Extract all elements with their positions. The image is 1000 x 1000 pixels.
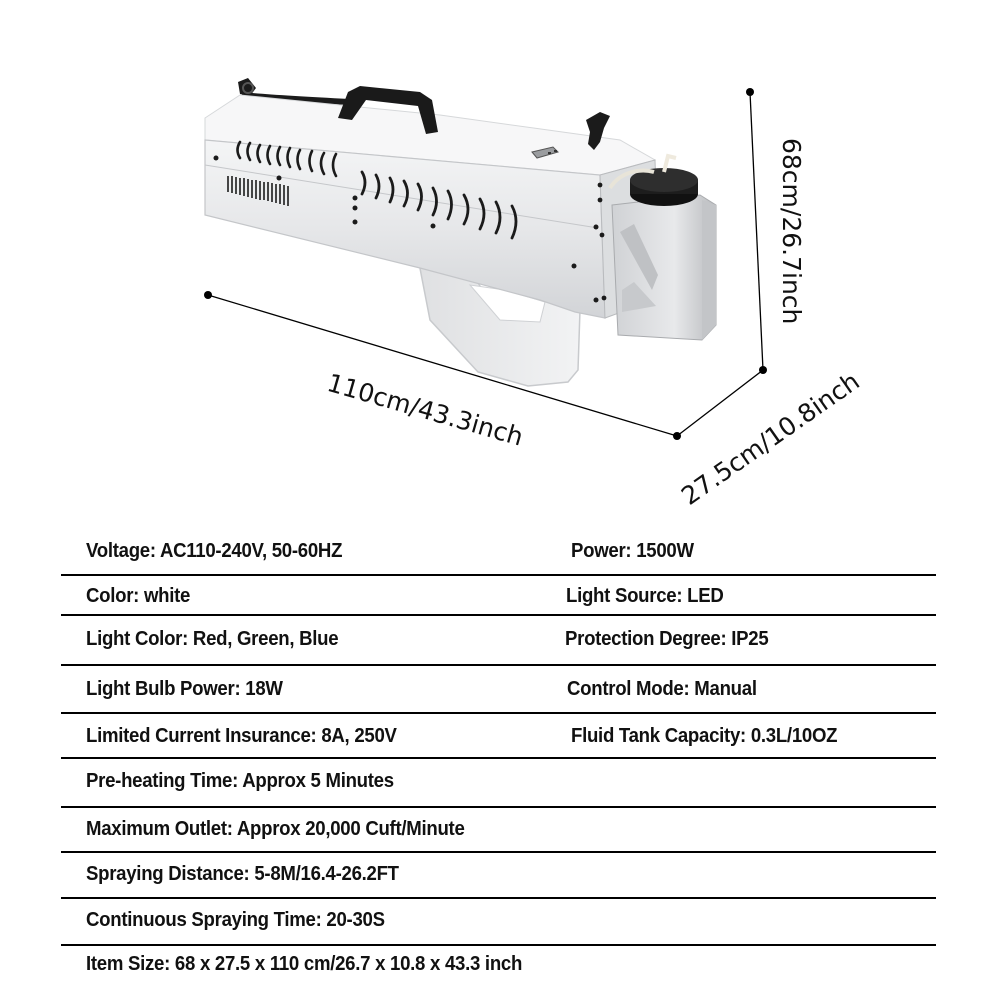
spec-color: Color: white (86, 585, 191, 607)
product-illustration: 110cm/43.3inch 68cm/26.7inch 27.5cm/10.8… (204, 78, 865, 511)
spec-continuous-spraying-time: Continuous Spraying Time: 20-30S (86, 909, 385, 931)
spec-row: Color: white Light Source: LED (61, 576, 936, 616)
spec-row: Voltage: AC110-240V, 50-60HZ Power: 1500… (61, 530, 936, 576)
spec-row: Light Bulb Power: 18W Control Mode: Manu… (61, 666, 936, 714)
spec-light-color: Light Color: Red, Green, Blue (86, 628, 339, 650)
spec-fluid-tank-capacity: Fluid Tank Capacity: 0.3L/10OZ (571, 725, 838, 747)
fog-machine-gun-icon (204, 78, 767, 440)
spec-row: Continuous Spraying Time: 20-30S (61, 899, 936, 946)
height-dimension-label: 68cm/26.7inch (777, 138, 806, 325)
screws (213, 155, 599, 303)
vent-arcs-right (360, 170, 518, 240)
spec-protection-degree: Protection Degree: IP25 (565, 628, 769, 650)
spec-row: Limited Current Insurance: 8A, 250V Flui… (61, 714, 936, 759)
spec-row: Spraying Distance: 5-8M/16.4-26.2FT (61, 853, 936, 899)
strap-latch (586, 112, 610, 150)
vent-arcs-left (236, 140, 338, 178)
spec-voltage: Voltage: AC110-240V, 50-60HZ (86, 540, 343, 562)
spec-power: Power: 1500W (571, 540, 694, 562)
spec-maximum-outlet: Maximum Outlet: Approx 20,000 Cuft/Minut… (86, 818, 465, 840)
dimension-lines (204, 88, 767, 440)
lcd-panel (531, 146, 559, 159)
spec-light-bulb-power: Light Bulb Power: 18W (86, 678, 283, 700)
vent-grille (227, 176, 289, 206)
spec-light-source: Light Source: LED (566, 585, 724, 607)
fluid-tank (608, 153, 717, 341)
spec-current-insurance: Limited Current Insurance: 8A, 250V (86, 725, 397, 747)
spec-item-size: Item Size: 68 x 27.5 x 110 cm/26.7 x 10.… (86, 953, 523, 975)
spec-row: Pre-heating Time: Approx 5 Minutes (61, 759, 936, 808)
spec-row: Light Color: Red, Green, Blue Protection… (61, 616, 936, 666)
spec-row: Item Size: 68 x 27.5 x 110 cm/26.7 x 10.… (61, 946, 936, 990)
spec-row: Maximum Outlet: Approx 20,000 Cuft/Minut… (61, 808, 936, 853)
spec-spraying-distance: Spraying Distance: 5-8M/16.4-26.2FT (86, 863, 399, 885)
carry-handle (338, 86, 438, 134)
spec-preheating-time: Pre-heating Time: Approx 5 Minutes (86, 770, 394, 792)
spec-control-mode: Control Mode: Manual (567, 678, 757, 700)
